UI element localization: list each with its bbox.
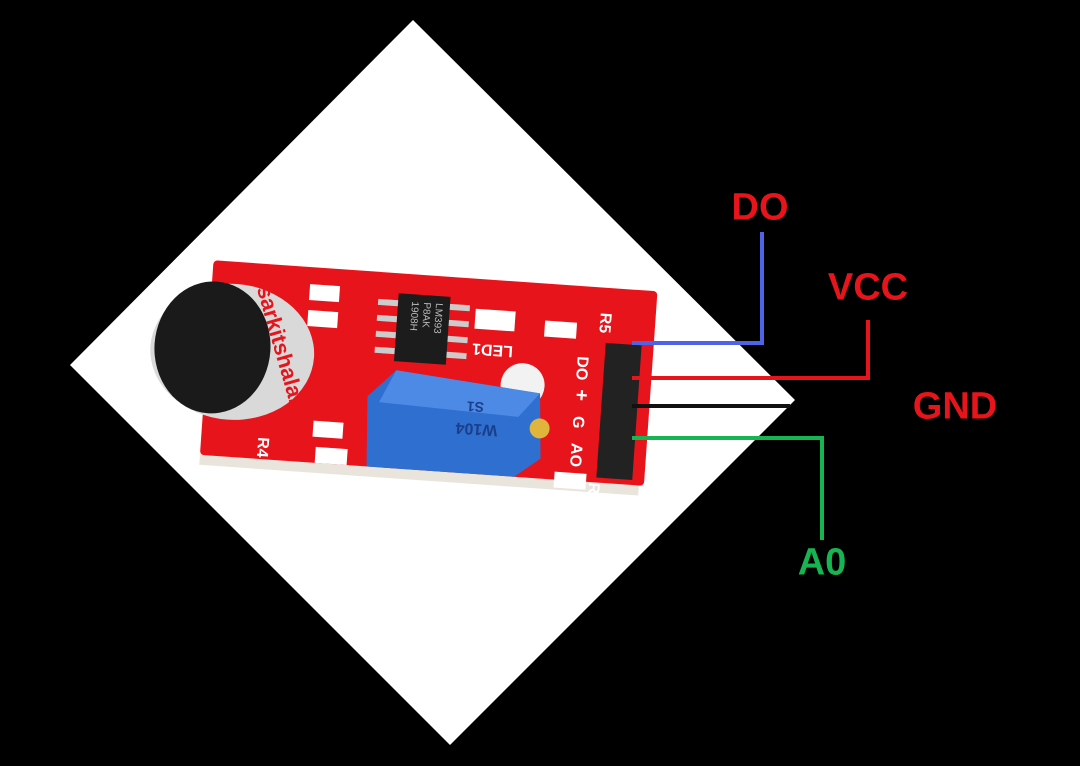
- vcc-wire: [632, 320, 870, 380]
- svg-text:1908H: 1908H: [407, 301, 420, 331]
- pot-adjust-screw: [529, 418, 550, 439]
- silk-led1: LED1: [471, 340, 513, 360]
- lm393-chip: LM393 P8AK 1908H: [374, 293, 471, 365]
- ao-wire: [632, 436, 824, 540]
- microphone: [150, 281, 315, 420]
- sound-sensor-module: sarkitshala.com LM393 P8AK 1908H LED1: [150, 260, 658, 504]
- do-wire: [632, 232, 764, 345]
- ao-pin-label: A0: [797, 541, 847, 584]
- potentiometer: W104 S1: [366, 370, 550, 477]
- do-pin-label: DO: [731, 186, 789, 229]
- svg-text:W104: W104: [455, 419, 498, 439]
- pin-header: [596, 342, 642, 481]
- svg-text:R6: R6: [584, 482, 602, 504]
- svg-text:P8AK: P8AK: [419, 302, 432, 329]
- gnd-pin-label: GND: [912, 385, 998, 428]
- svg-text:LM393: LM393: [431, 303, 444, 335]
- svg-text:R4: R4: [253, 437, 271, 459]
- smd-resistors: [307, 284, 587, 490]
- svg-text:+: +: [570, 388, 593, 401]
- svg-text:AO: AO: [566, 442, 585, 467]
- svg-text:G: G: [569, 415, 587, 429]
- svg-text:DO: DO: [572, 356, 591, 381]
- svg-text:R5: R5: [595, 312, 613, 334]
- vcc-pin-label: VCC: [827, 266, 909, 309]
- svg-text:S1: S1: [466, 398, 484, 415]
